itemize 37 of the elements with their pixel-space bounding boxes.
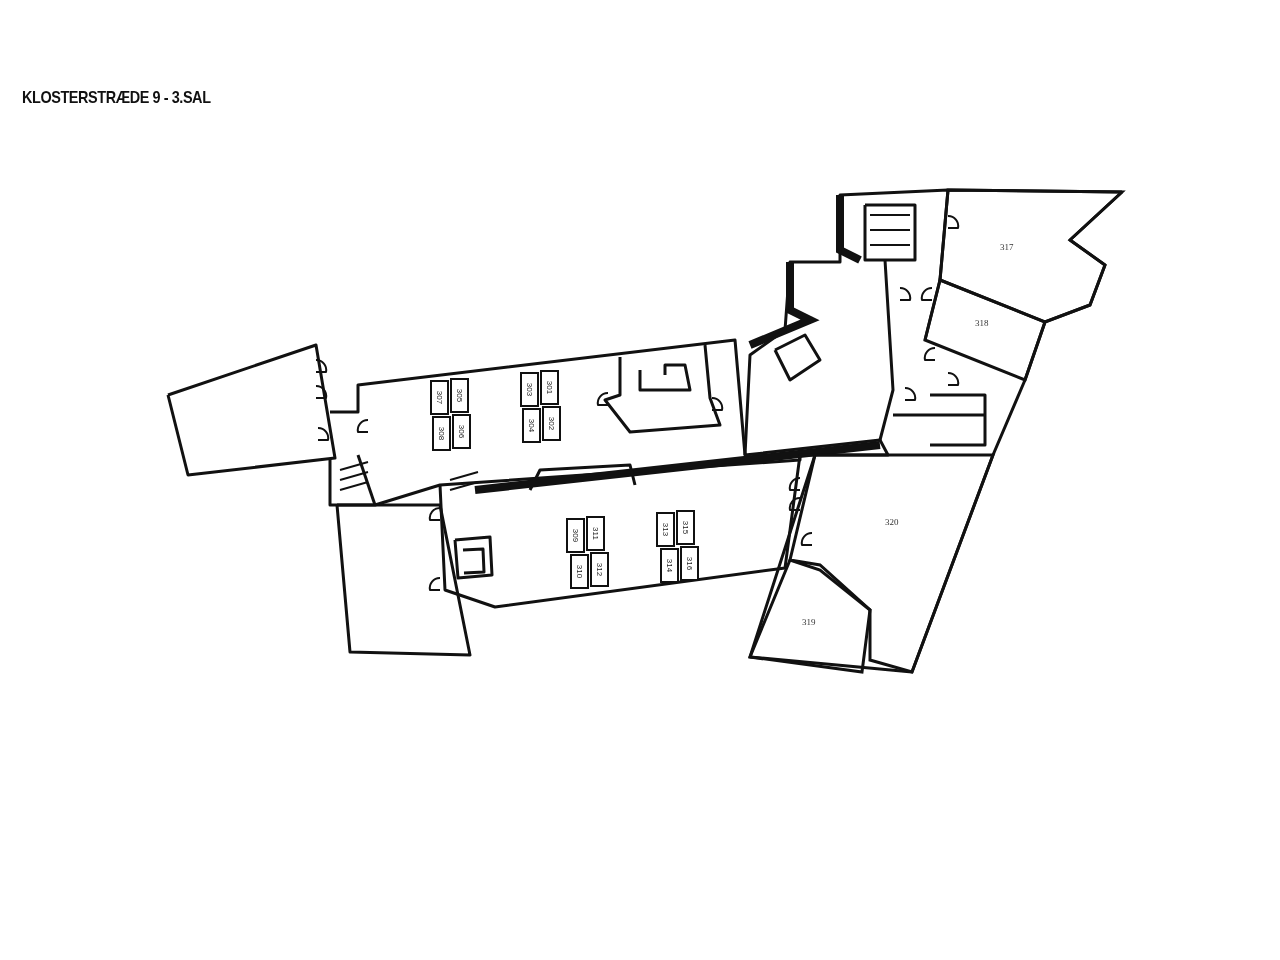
desk: [540, 370, 559, 405]
desk-number: 306: [457, 424, 466, 439]
desk: [520, 372, 539, 407]
desk: [656, 512, 675, 547]
desk-number: 312: [595, 562, 604, 577]
desk: [430, 380, 449, 415]
desk-number: 304: [527, 418, 536, 433]
desk-number: 307: [435, 390, 444, 405]
desk-number: 311: [591, 527, 600, 540]
room-outline: [750, 560, 872, 672]
desk: [680, 546, 699, 581]
room-number: 320: [885, 517, 899, 527]
desk-number: 316: [685, 556, 694, 571]
desk-number: 302: [547, 416, 556, 431]
desk: [522, 408, 541, 443]
desk-number: 315: [681, 520, 690, 535]
desk: [590, 552, 609, 587]
desk: [432, 416, 451, 451]
desk: [450, 378, 469, 413]
desk: [570, 554, 589, 589]
desk: [566, 518, 585, 553]
desk: [676, 510, 695, 545]
desk-number: 314: [665, 558, 674, 573]
desk: [452, 414, 471, 449]
plan-title: KLOSTERSTRÆDE 9 - 3.SAL: [22, 88, 211, 108]
desk-number: 309: [571, 528, 580, 543]
desk-number: 310: [575, 564, 584, 579]
room-number: 319: [802, 617, 816, 627]
desk: [660, 548, 679, 583]
desk-number: 308: [437, 426, 446, 441]
desk-number: 301: [545, 380, 554, 395]
room-outline: [790, 455, 993, 672]
desk: [542, 406, 561, 441]
desk: [586, 516, 605, 551]
desk-number: 313: [661, 522, 670, 537]
desk-number: 303: [525, 382, 534, 397]
desk-number: 305: [455, 388, 464, 403]
